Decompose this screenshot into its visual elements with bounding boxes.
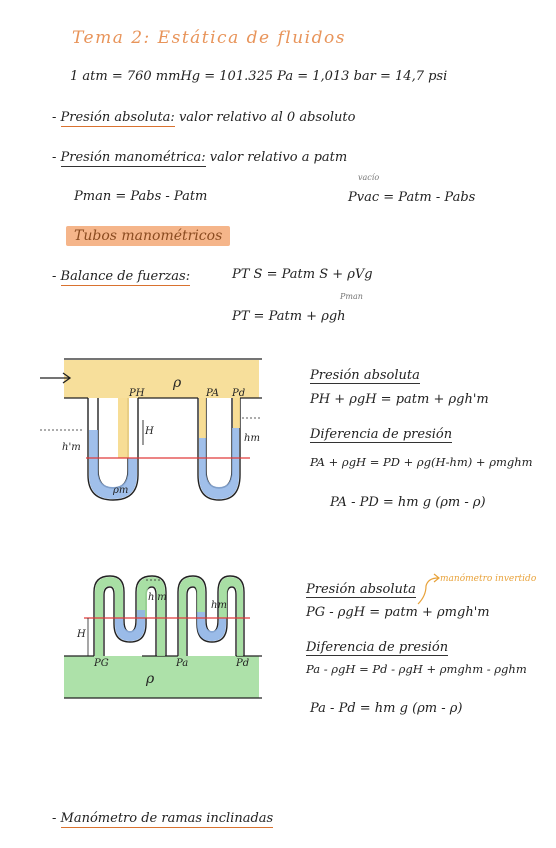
label-balance: Balance de fuerzas: bbox=[60, 269, 191, 286]
vacio-note: vacío bbox=[358, 173, 380, 182]
fig1-label-pa: PA bbox=[206, 388, 220, 399]
fig2-note: manómetro invertido bbox=[440, 574, 537, 584]
fig1-rho: ρ bbox=[173, 375, 182, 391]
note-arrow-icon bbox=[417, 577, 439, 605]
u-tube-left bbox=[87, 398, 139, 501]
bullet-gauge: - Presión manométrica: valor relativo a … bbox=[52, 150, 348, 167]
fig2-rho: ρ bbox=[146, 671, 155, 687]
fig2-label-pa: Pa bbox=[176, 658, 189, 669]
fig2-label-h: H bbox=[77, 629, 86, 640]
bullet-inclined: - Manómetro de ramas inclinadas bbox=[52, 811, 274, 828]
label-gauge: Presión manométrica: bbox=[60, 150, 206, 167]
flow-arrow-icon bbox=[40, 372, 72, 384]
fig1-eq-abs: PH + ρgH = patm + ρgh'm bbox=[310, 392, 489, 407]
fig1-label-h: H bbox=[145, 426, 154, 437]
formula-pman: Pman = Pabs - Patm bbox=[74, 189, 208, 204]
fig2-eq-diff: Pa - ρgH = Pd - ρgH + ρmghm - ρghm bbox=[306, 662, 527, 676]
fig2-eq-abs: PG - ρgH = patm + ρmgh'm bbox=[306, 605, 490, 620]
fig2-eq-result: Pa - Pd = hm g (ρm - ρ) bbox=[310, 701, 463, 716]
fig1-heading-abs: Presión absoluta bbox=[310, 368, 420, 384]
formula-pt: PT = Patm + ρgh bbox=[232, 309, 346, 324]
fig2-label-pd: Pd bbox=[236, 658, 250, 669]
pipe-fluid-green bbox=[64, 656, 259, 698]
fig1-label-ph: PH bbox=[129, 388, 145, 399]
fig2-label-hm-left: h'm bbox=[148, 592, 167, 603]
fig1-eq-diff: PA + ρgH = PD + ρg(H-hm) + ρmghm bbox=[310, 455, 533, 469]
fig2-heading-diff: Diferencia de presión bbox=[306, 640, 449, 656]
bullet-absolute: - Presión absoluta: valor relativo al 0 … bbox=[52, 110, 356, 127]
fig1-label-hm-right: hm bbox=[244, 433, 260, 444]
label-absolute: Presión absoluta: bbox=[60, 110, 175, 127]
pipe-fluid-yellow bbox=[64, 360, 259, 398]
inverted-tube-right bbox=[177, 575, 245, 656]
pressure-equivalence: 1 atm = 760 mmHg = 101.325 Pa = 1,013 ba… bbox=[70, 69, 448, 84]
label-inclined: Manómetro de ramas inclinadas bbox=[60, 811, 274, 828]
formula-balance: PT S = Patm S + ρVg bbox=[232, 267, 373, 282]
formula-pvac: Pvac = Patm - Pabs bbox=[348, 190, 476, 205]
page-title: Tema 2: Estática de fluidos bbox=[72, 28, 346, 48]
section-tubos: Tubos manométricos bbox=[66, 226, 231, 246]
pman-over-label: Pman bbox=[340, 292, 363, 301]
fig2-label-hm-right: hm bbox=[211, 600, 227, 611]
fig1-label-pd: Pd bbox=[232, 388, 246, 399]
fig2-label-pg: PG bbox=[94, 658, 109, 669]
text-absolute: valor relativo al 0 absoluto bbox=[178, 110, 356, 125]
inverted-tube-left bbox=[93, 575, 167, 656]
fig2-heading-abs: Presión absoluta bbox=[306, 582, 416, 598]
text-gauge: valor relativo a patm bbox=[209, 150, 348, 165]
fig1-eq-result: PA - PD = hm g (ρm - ρ) bbox=[330, 495, 486, 510]
u-tube-right bbox=[197, 398, 241, 501]
fig1-label-hm-left: h'm bbox=[62, 442, 81, 453]
fig1-label-rho-m: ρm bbox=[113, 485, 129, 496]
fig1-heading-diff: Diferencia de presión bbox=[310, 427, 453, 443]
bullet-balance: - Balance de fuerzas: bbox=[52, 269, 191, 286]
